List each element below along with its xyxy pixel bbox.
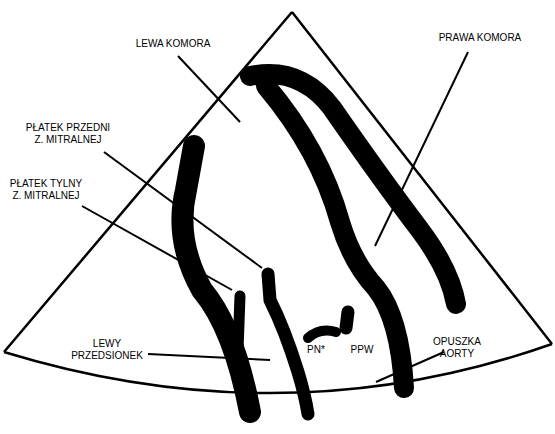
- part-label: LEWY PRZEDSIONEK: [66, 338, 148, 362]
- leader-line: [375, 52, 468, 246]
- part-label: PPW: [348, 344, 376, 356]
- sector-outline: [4, 12, 552, 393]
- posterior-wall: [182, 146, 250, 412]
- cusp: [346, 312, 348, 328]
- leader-line: [148, 354, 270, 360]
- part-label: LEWA KOMORA: [128, 38, 218, 50]
- leader-line: [104, 152, 262, 268]
- posterior-leaflet: [238, 296, 240, 350]
- leader-line: [82, 206, 232, 290]
- part-label: PRAWA KOMORA: [432, 32, 528, 44]
- part-label: PN*: [302, 344, 330, 356]
- leader-line: [178, 56, 240, 122]
- part-label: PŁATEK PRZEDNI Z. MITRALNEJ: [22, 122, 114, 146]
- part-label: PŁATEK TYLNY Z. MITRALNEJ: [6, 178, 86, 202]
- anterior-leaflet: [268, 274, 308, 414]
- septum: [266, 86, 404, 388]
- cusp: [308, 330, 336, 338]
- part-label: OPUSZKA AORTY: [424, 336, 490, 360]
- leader-line: [376, 352, 444, 382]
